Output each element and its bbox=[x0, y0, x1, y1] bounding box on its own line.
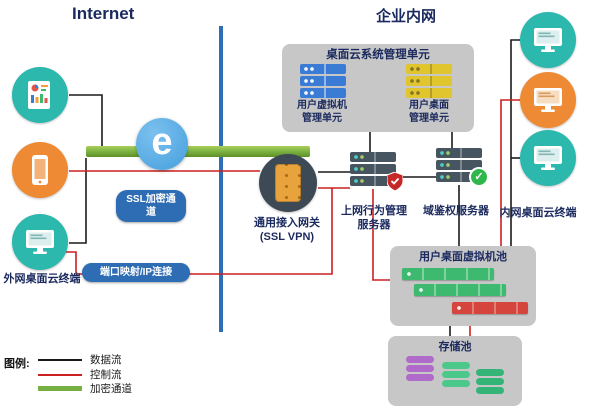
vm-pool-title: 用户桌面虚拟机池 bbox=[419, 251, 507, 263]
ssl-vpn-gateway-node bbox=[259, 154, 317, 212]
vm-server-bar-3 bbox=[452, 302, 528, 314]
vm-server-bar-2 bbox=[414, 284, 506, 296]
monitor-icon bbox=[26, 229, 54, 254]
legend-data-flow: 数据流 bbox=[38, 352, 122, 367]
internal-terminal-2 bbox=[520, 72, 576, 128]
disk-stack-green-2 bbox=[476, 369, 504, 394]
legend-title: 图例: bbox=[4, 358, 30, 370]
internet-explorer-icon bbox=[136, 118, 188, 170]
internal-terminal-1 bbox=[520, 12, 576, 68]
auth-server-label: 域鉴权服务器 bbox=[423, 205, 489, 217]
external-terminal-tablet bbox=[12, 67, 68, 123]
desktop-unit-label: 用户桌面 管理单元 bbox=[409, 100, 449, 124]
intranet-zone-title: 企业内网 bbox=[376, 8, 437, 25]
legend-control-flow: 控制流 bbox=[38, 367, 122, 382]
network-boundary-divider bbox=[219, 26, 223, 332]
port-mapping-label: 端口映射/IP连接 bbox=[82, 263, 190, 282]
auth-server-icon bbox=[436, 148, 489, 187]
vm-management-server-icon bbox=[300, 64, 346, 98]
management-unit-title: 桌面云系统管理单元 bbox=[326, 49, 430, 61]
encrypted-channel-sample bbox=[38, 386, 82, 391]
behavior-server-label: 上网行为管理 服务器 bbox=[341, 205, 407, 232]
storage-pool-title: 存储池 bbox=[438, 341, 472, 353]
disk-stack-green-1 bbox=[442, 362, 470, 387]
control-flow-lines bbox=[66, 99, 520, 336]
internal-terminal-label: 内网桌面云终端 bbox=[499, 207, 577, 219]
internal-terminal-3 bbox=[520, 130, 576, 186]
smartphone-icon bbox=[32, 155, 48, 185]
vm-server-bar-1 bbox=[402, 268, 494, 280]
tablet-chart-icon bbox=[28, 81, 50, 109]
shield-icon bbox=[387, 172, 403, 191]
legend-encrypted-channel: 加密通道 bbox=[38, 381, 132, 396]
desktop-management-server-icon bbox=[406, 64, 452, 98]
monitor-icon bbox=[534, 145, 562, 170]
vm-unit-label: 用户虚拟机 管理单元 bbox=[297, 100, 347, 124]
external-terminal-phone bbox=[12, 142, 68, 198]
gateway-label: 通用接入网关 (SSL VPN) bbox=[254, 217, 320, 244]
legend-encrypted-channel-label: 加密通道 bbox=[90, 383, 132, 395]
door-icon bbox=[275, 164, 301, 202]
check-icon bbox=[469, 167, 489, 187]
monitor-icon bbox=[534, 87, 562, 112]
monitor-icon bbox=[534, 27, 562, 52]
control-flow-line-sample bbox=[38, 373, 82, 376]
behavior-management-server-icon bbox=[350, 152, 403, 191]
disk-stack-purple bbox=[406, 356, 434, 381]
external-terminal-label: 外网桌面云终端 bbox=[3, 273, 81, 285]
legend-data-flow-label: 数据流 bbox=[90, 354, 122, 366]
legend-control-flow-label: 控制流 bbox=[90, 369, 122, 381]
ssl-channel-label: SSL加密通道 bbox=[116, 190, 186, 222]
data-flow-line-sample bbox=[38, 358, 82, 361]
external-terminal-desktop bbox=[12, 214, 68, 270]
internet-zone-title: Internet bbox=[72, 4, 135, 23]
